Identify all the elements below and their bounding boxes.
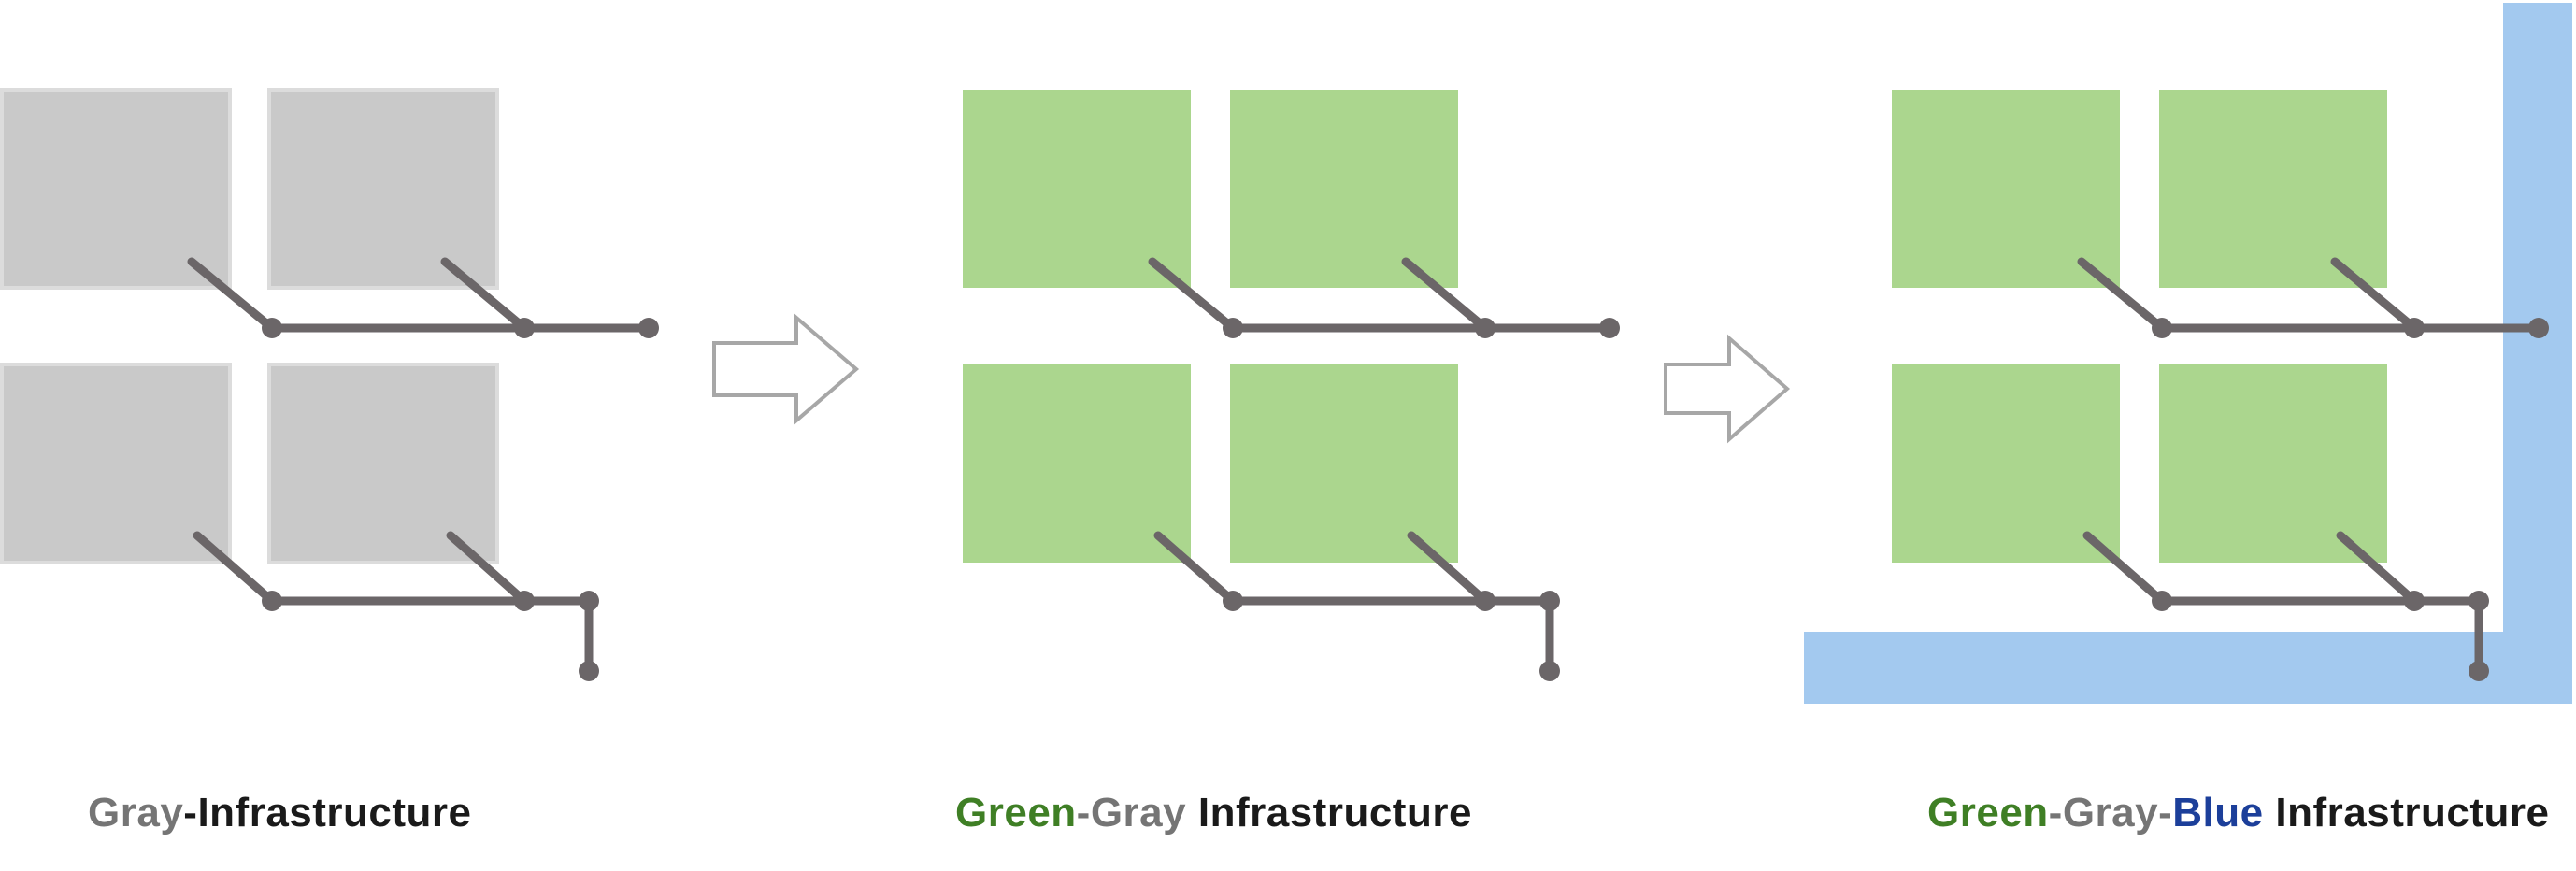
green-block — [2159, 90, 2387, 288]
pipe-segment — [2330, 257, 2419, 333]
caption-word-gray: Gray — [1090, 790, 1187, 835]
pipe-node — [2469, 591, 2489, 611]
pipe-node — [1223, 591, 1243, 611]
pipe-node — [1539, 661, 1560, 681]
right-arrow-icon — [1664, 334, 1791, 444]
pipe-node — [2152, 318, 2172, 338]
caption-separator: - — [2158, 790, 2173, 835]
pipe-segment — [2336, 531, 2419, 606]
green-block — [963, 364, 1191, 563]
caption-word-green: Green — [955, 790, 1077, 835]
pipe-segment — [193, 531, 277, 606]
caption-word-blue: Blue — [2172, 790, 2264, 835]
pipe-segment — [1401, 257, 1490, 333]
blue-channel-vertical — [2503, 3, 2572, 704]
pipe-segment — [1407, 531, 1490, 606]
pipe-segment — [2077, 257, 2167, 333]
pipe-segment — [440, 257, 529, 333]
green-block — [1230, 90, 1458, 288]
pipe-node — [262, 591, 282, 611]
pipe-node — [638, 318, 659, 338]
pipe-node — [1539, 591, 1560, 611]
green-block — [1892, 90, 2120, 288]
pipe-segment — [1148, 257, 1238, 333]
caption-word-gray: Gray — [88, 790, 184, 835]
green-block — [2159, 364, 2387, 563]
pipe-node — [514, 591, 535, 611]
caption-word-infrastructure: Infrastructure — [197, 790, 472, 835]
pipe-segment — [2082, 531, 2167, 606]
caption-word-infrastructure: Infrastructure — [2275, 790, 2550, 835]
pipe-node — [2404, 591, 2425, 611]
caption-green-gray-blue-infrastructure: Green-Gray-Blue Infrastructure — [1927, 785, 2549, 841]
green-block — [1892, 364, 2120, 563]
pipe-node — [262, 318, 282, 338]
pipe-node — [2528, 318, 2549, 338]
pipe-segment — [446, 531, 529, 606]
pipe-node — [514, 318, 535, 338]
caption-word-gray: Gray — [2062, 790, 2159, 835]
pipe-node — [1475, 591, 1496, 611]
caption-separator: - — [2048, 790, 2063, 835]
pipe-node — [579, 661, 599, 681]
gray-block — [0, 88, 232, 290]
caption-separator: - — [183, 790, 198, 835]
pipe-node — [1475, 318, 1496, 338]
blue-channel-horizontal — [1804, 632, 2572, 704]
caption-word-infrastructure: Infrastructure — [1197, 790, 1472, 835]
pipe-node — [2404, 318, 2425, 338]
pipe-segment — [1153, 531, 1238, 606]
pipe-node — [1223, 318, 1243, 338]
caption-separator: - — [1076, 790, 1091, 835]
pipe-segment — [187, 257, 277, 333]
caption-space — [1186, 790, 1198, 835]
pipe-node — [579, 591, 599, 611]
gray-block — [267, 363, 499, 564]
pipe-node — [1599, 318, 1620, 338]
caption-green-gray-infrastructure: Green-Gray Infrastructure — [955, 785, 1472, 841]
caption-word-green: Green — [1927, 790, 2049, 835]
caption-gray-infrastructure: Gray-Infrastructure — [88, 785, 472, 841]
green-block — [963, 90, 1191, 288]
gray-block — [267, 88, 499, 290]
pipe-node — [2469, 661, 2489, 681]
gray-block — [0, 363, 232, 564]
right-arrow-icon — [712, 313, 860, 425]
pipe-node — [2152, 591, 2172, 611]
green-block — [1230, 364, 1458, 563]
caption-space — [2264, 790, 2276, 835]
